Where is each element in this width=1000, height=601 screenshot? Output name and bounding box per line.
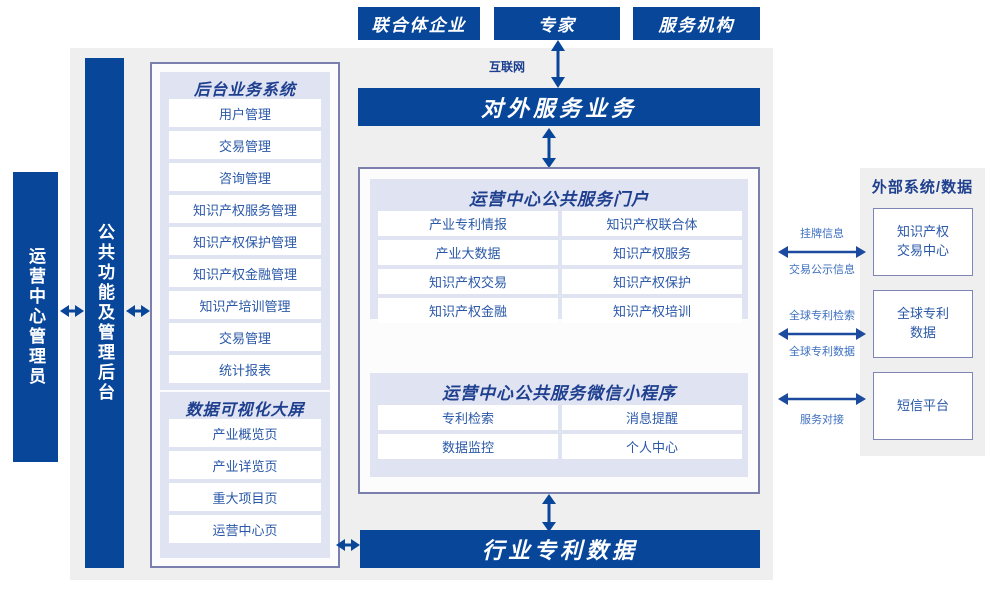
actor-box-0[interactable]: 联合体企业 xyxy=(358,7,480,40)
external-system-0[interactable]: 知识产权 交易中心 xyxy=(873,208,973,276)
portal-group-title: 运营中心公共服务门户 xyxy=(469,190,649,209)
operator-to-admin-arrow-icon xyxy=(60,302,84,320)
backend-item-6[interactable]: 知识产培训管理 xyxy=(169,291,321,319)
backend-item-8[interactable]: 统计报表 xyxy=(169,355,321,383)
connector-2-arrow-icon xyxy=(778,390,866,408)
backend-item-1[interactable]: 交易管理 xyxy=(169,131,321,159)
role-bar-operator[interactable]: 运营中心管理员 xyxy=(13,172,58,462)
backend-item-5[interactable]: 知识产权金融管理 xyxy=(169,259,321,287)
center-to-data-arrow-icon xyxy=(539,494,559,532)
backend-item-7[interactable]: 交易管理 xyxy=(169,323,321,351)
portal-item-4[interactable]: 知识产权交易 xyxy=(378,269,558,294)
service-to-portal-arrow-icon xyxy=(539,128,559,168)
connector-1-arrow-icon xyxy=(778,325,866,343)
role-bar-common-admin[interactable]: 公共功能及管理后台 xyxy=(85,58,124,568)
dataviz-item-0[interactable]: 产业概览页 xyxy=(169,419,321,447)
admin-to-backend-arrow-icon xyxy=(126,302,150,320)
miniprogram-item-2[interactable]: 数据监控 xyxy=(378,434,558,459)
dataviz-item-1[interactable]: 产业详览页 xyxy=(169,451,321,479)
connector-1-label-above: 全球专利检索 xyxy=(789,310,855,322)
backend-to-data-arrow-icon xyxy=(336,536,360,554)
connector-0-arrow-icon xyxy=(778,243,866,261)
connector-2-label-below: 服务对接 xyxy=(800,414,844,426)
internet-label: 互联网 xyxy=(489,60,526,74)
industry-patent-data-bar[interactable]: 行业专利数据 xyxy=(360,530,760,568)
miniprogram-item-1[interactable]: 消息提醒 xyxy=(562,405,742,430)
backend-item-4[interactable]: 知识产权保护管理 xyxy=(169,227,321,255)
portal-item-0[interactable]: 产业专利情报 xyxy=(378,211,558,236)
backend-item-2[interactable]: 咨询管理 xyxy=(169,163,321,191)
portal-item-6[interactable]: 知识产权金融 xyxy=(378,298,558,323)
connector-0-label-above: 挂牌信息 xyxy=(800,228,844,240)
backend-business-group-title: 后台业务系统 xyxy=(193,82,296,99)
connector-0-label-below: 交易公示信息 xyxy=(789,264,855,276)
external-system-2[interactable]: 短信平台 xyxy=(873,372,973,440)
portal-item-3[interactable]: 知识产权服务 xyxy=(562,240,742,265)
backend-item-0[interactable]: 用户管理 xyxy=(169,99,321,127)
external-systems-title: 外部系统/数据 xyxy=(871,179,974,196)
dataviz-group-title: 数据可视化大屏 xyxy=(185,402,305,419)
external-service-bar[interactable]: 对外服务业务 xyxy=(358,88,760,126)
miniprogram-item-0[interactable]: 专利检索 xyxy=(378,405,558,430)
dataviz-item-2[interactable]: 重大项目页 xyxy=(169,483,321,511)
portal-item-2[interactable]: 产业大数据 xyxy=(378,240,558,265)
actor-box-1[interactable]: 专家 xyxy=(494,7,620,40)
miniprogram-group-title: 运营中心公共服务微信小程序 xyxy=(442,384,676,403)
dataviz-item-3[interactable]: 运营中心页 xyxy=(169,515,321,543)
connector-1-label-below: 全球专利数据 xyxy=(789,346,855,358)
backend-item-3[interactable]: 知识产权服务管理 xyxy=(169,195,321,223)
miniprogram-item-3[interactable]: 个人中心 xyxy=(562,434,742,459)
internet-arrow-icon xyxy=(548,40,568,88)
portal-item-1[interactable]: 知识产权联合体 xyxy=(562,211,742,236)
external-system-1[interactable]: 全球专利 数据 xyxy=(873,290,973,358)
portal-item-7[interactable]: 知识产权培训 xyxy=(562,298,742,323)
portal-item-5[interactable]: 知识产权保护 xyxy=(562,269,742,294)
actor-box-2[interactable]: 服务机构 xyxy=(633,7,760,40)
